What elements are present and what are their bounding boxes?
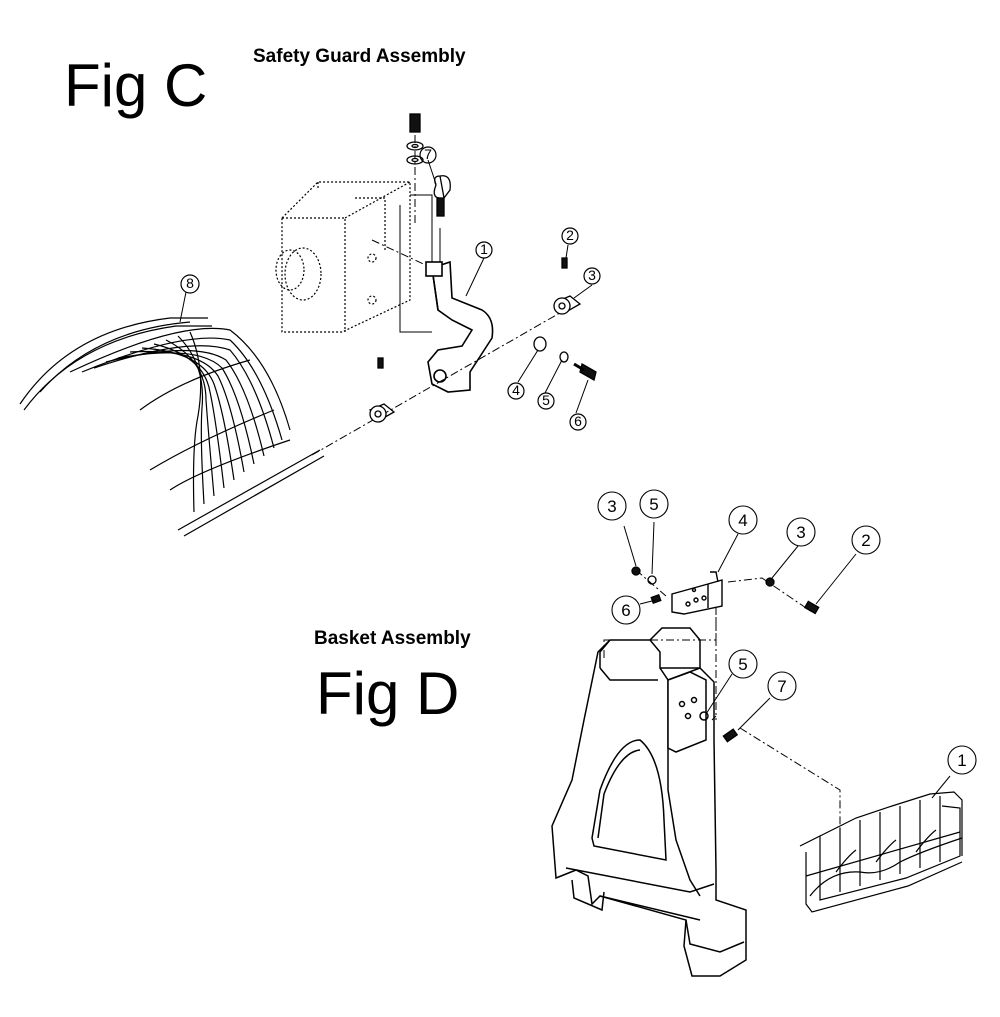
spacer-right — [553, 295, 582, 315]
callout-c-4: 4 — [512, 382, 520, 398]
safety-guard-assembly-drawing — [19, 113, 601, 537]
bolt-right — [803, 600, 820, 615]
motor-housing — [275, 181, 411, 333]
axis-lines — [311, 135, 566, 456]
set-screw — [561, 257, 568, 269]
set-screw-d — [650, 593, 662, 605]
callout-d-3-right: 3 — [796, 523, 805, 542]
top-screw-stack — [406, 113, 424, 165]
callout-c-3: 3 — [588, 267, 596, 283]
callout-d-7: 7 — [777, 677, 786, 696]
callout-c-5: 5 — [542, 392, 550, 408]
callout-d-1: 1 — [957, 751, 966, 770]
nut-left — [631, 566, 641, 576]
fig-c-callout-labels: 1 7 2 3 4 5 6 8 — [186, 146, 596, 429]
safety-guard-assembly-title: Safety Guard Assembly — [253, 46, 466, 67]
wire-basket — [799, 791, 963, 913]
washer — [533, 336, 547, 352]
callout-d-6: 6 — [621, 601, 630, 620]
callout-c-1: 1 — [480, 241, 488, 257]
callout-d-3-left: 3 — [607, 497, 616, 516]
spacer-left — [368, 403, 396, 423]
callout-d-2: 2 — [861, 531, 870, 550]
washer-left — [647, 575, 657, 585]
nut-right — [765, 577, 775, 587]
set-screw-left — [377, 357, 384, 369]
callout-c-2: 2 — [566, 227, 574, 243]
fig-c-leaders — [179, 159, 593, 414]
basket-assembly-title: Basket Assembly — [314, 628, 471, 649]
guard-bracket — [425, 260, 494, 393]
callout-d-4: 4 — [738, 511, 747, 530]
callout-d-5-lower: 5 — [738, 655, 747, 674]
callout-c-7: 7 — [424, 146, 432, 162]
fig-d-label: Fig D — [316, 660, 460, 727]
fig-d-callout-labels: 3 5 4 3 2 6 5 7 1 — [607, 495, 966, 770]
wire-guard — [19, 317, 325, 537]
fig-d-leaders — [623, 521, 951, 799]
knob — [433, 175, 451, 217]
lock-washer — [559, 351, 569, 363]
basket-assembly-drawing — [551, 489, 977, 977]
callout-d-5-top: 5 — [649, 495, 658, 514]
callout-c-8: 8 — [186, 275, 194, 291]
fig-c-label: Fig C — [64, 52, 208, 119]
stand-frame — [551, 627, 747, 977]
fig-d-callout-circles — [597, 489, 977, 775]
bracket-guide-line — [399, 194, 441, 333]
bolt — [573, 362, 597, 381]
fig-c-callout-circles — [180, 146, 601, 431]
basket-bracket — [671, 571, 723, 615]
callout-c-6: 6 — [574, 413, 582, 429]
bolt-lower — [722, 728, 739, 743]
